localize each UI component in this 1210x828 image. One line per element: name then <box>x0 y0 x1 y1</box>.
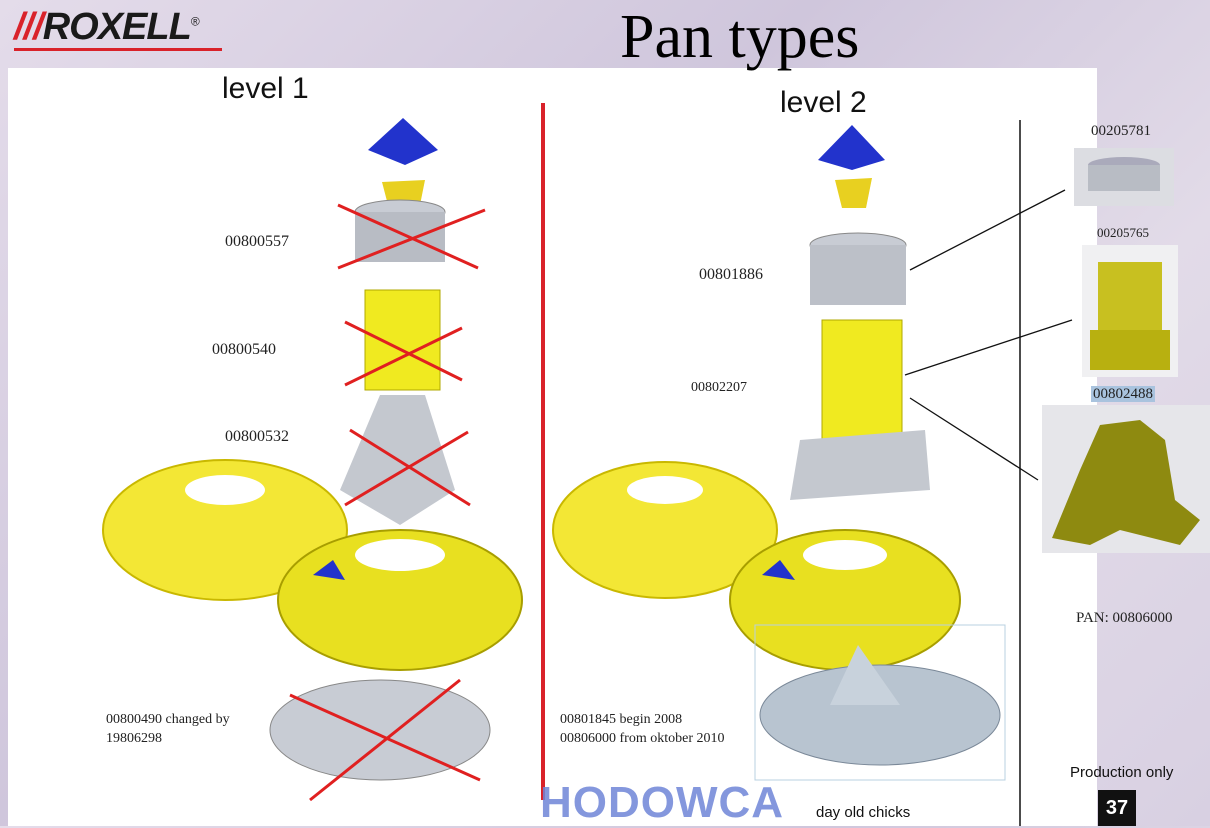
yellow-tube-icon <box>821 319 903 441</box>
part-code: 00205781 <box>1091 123 1151 139</box>
pan-code: PAN: 00806000 <box>1076 610 1173 626</box>
roxell-logo: ///ROXELL® <box>14 6 200 48</box>
blue-cap-icon <box>368 118 438 165</box>
grey-base-icon <box>790 430 930 500</box>
part-code: 00800557 <box>225 233 289 250</box>
part-code: 00800540 <box>212 341 276 358</box>
part-code: 00205765 <box>1097 225 1149 240</box>
part-code: 00802207 <box>691 380 747 395</box>
cross-out-marks <box>289 203 486 802</box>
yellow-clip-icon <box>382 180 425 205</box>
production-note: Production only <box>1070 764 1174 781</box>
blue-cap-icon <box>818 125 885 170</box>
yellow-grill-icon <box>102 459 348 601</box>
yellow-grill-icon <box>277 529 523 671</box>
caption: day old chicks <box>816 804 911 821</box>
part-code: 00802488 <box>1091 386 1155 402</box>
grey-pan-icon <box>759 664 1001 766</box>
level1-heading: level 1 <box>222 72 309 105</box>
grey-ring-icon <box>810 245 906 305</box>
part-code: 00801886 <box>699 266 763 283</box>
logo-underline <box>14 48 222 51</box>
leader-lines <box>904 189 1073 481</box>
page-title: Pan types <box>620 3 860 71</box>
part-code: 00800532 <box>225 428 289 445</box>
hodowca-watermark: HODOWCA <box>540 778 785 827</box>
yellow-tube-icon <box>364 289 441 391</box>
level2-heading: level 2 <box>780 86 867 119</box>
page-number: 37 <box>1098 790 1136 826</box>
grey-pan-icon <box>269 679 491 781</box>
